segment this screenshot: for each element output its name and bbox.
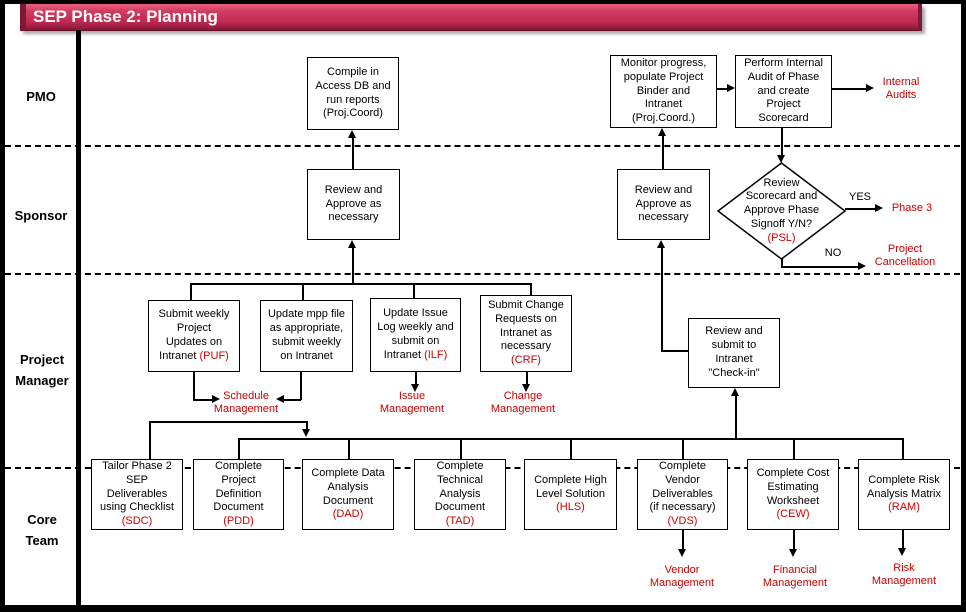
connector-line bbox=[238, 438, 240, 459]
connector-line bbox=[902, 438, 904, 459]
connector-line bbox=[781, 258, 783, 267]
arrowhead bbox=[858, 262, 866, 271]
arrowhead bbox=[789, 549, 798, 557]
arrowhead bbox=[777, 155, 786, 163]
frame-bottom bbox=[0, 605, 966, 612]
connector-line bbox=[306, 421, 308, 429]
connector-line bbox=[190, 283, 531, 285]
arrowhead bbox=[276, 395, 284, 404]
lane-boundary-pmo-sponsor bbox=[5, 145, 960, 147]
title-banner: SEP Phase 2: Planning bbox=[20, 4, 922, 31]
arrowhead bbox=[348, 130, 357, 138]
arrowhead bbox=[658, 128, 667, 136]
connector-line bbox=[661, 247, 663, 351]
connector-line bbox=[149, 421, 151, 459]
connector-line bbox=[781, 266, 858, 268]
connector-line bbox=[149, 421, 307, 423]
connector-line bbox=[530, 283, 532, 295]
connector-line bbox=[415, 372, 417, 384]
connector-line bbox=[193, 372, 195, 400]
connector-line bbox=[352, 248, 354, 283]
label-yes: YES bbox=[848, 191, 872, 203]
connector-line bbox=[793, 438, 795, 459]
connector-line bbox=[190, 283, 192, 300]
arrowhead bbox=[866, 84, 874, 93]
lane-divider bbox=[76, 30, 81, 605]
connector-line bbox=[348, 438, 350, 459]
arrowhead bbox=[522, 384, 531, 392]
lane-boundary-sponsor-pm bbox=[5, 273, 960, 275]
connector-line bbox=[526, 372, 528, 384]
frame-top bbox=[0, 0, 966, 4]
connector-line bbox=[793, 530, 795, 549]
connector-line bbox=[845, 208, 875, 210]
arrowhead bbox=[212, 395, 220, 404]
arrowhead bbox=[411, 384, 420, 392]
connector-line bbox=[570, 438, 572, 459]
connector-line bbox=[352, 138, 354, 169]
frame-left bbox=[0, 0, 5, 612]
lane-label-sponsor: Sponsor bbox=[14, 208, 68, 223]
connector-line bbox=[300, 372, 302, 400]
arrowhead bbox=[731, 388, 740, 396]
connector-line bbox=[682, 530, 684, 549]
connector-line bbox=[717, 88, 727, 90]
label-phase-3: Phase 3 bbox=[891, 202, 933, 214]
lane-label-pmo: PMO bbox=[26, 89, 56, 104]
page-title: SEP Phase 2: Planning bbox=[33, 7, 218, 26]
arrowhead bbox=[727, 84, 735, 93]
connector-line bbox=[661, 350, 688, 352]
connector-line bbox=[682, 438, 684, 459]
connector-line bbox=[460, 438, 462, 459]
label-no: NO bbox=[824, 247, 842, 259]
frame-right bbox=[961, 0, 966, 612]
connector-line bbox=[902, 530, 904, 548]
arrowhead bbox=[657, 240, 666, 248]
arrowhead bbox=[348, 240, 357, 248]
connector-line bbox=[662, 136, 664, 169]
arrowhead bbox=[875, 204, 883, 213]
connector-line bbox=[781, 128, 783, 156]
connector-line bbox=[832, 88, 866, 90]
connector-line bbox=[284, 399, 301, 401]
connector-line bbox=[735, 396, 737, 438]
connector-line bbox=[413, 283, 415, 298]
arrowhead bbox=[302, 429, 311, 437]
connector-line bbox=[302, 283, 304, 300]
connector-line bbox=[193, 399, 212, 401]
arrowhead bbox=[678, 549, 687, 557]
arrowhead bbox=[898, 548, 907, 556]
